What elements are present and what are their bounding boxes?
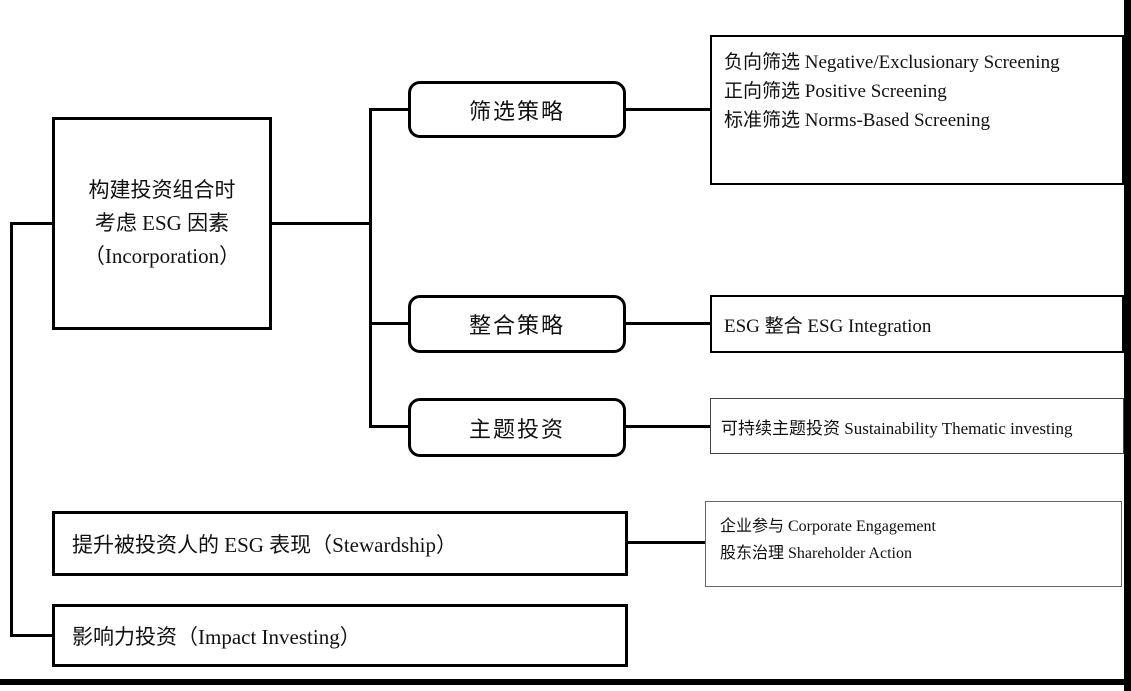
impact-investing-label: 影响力投资（Impact Investing）	[72, 624, 361, 649]
screening-detail-2: 正向筛选 Positive Screening	[724, 81, 947, 102]
incorporation-line-3: （Incorporation）	[83, 244, 241, 268]
screening-detail-3: 标准筛选 Norms-Based Screening	[724, 110, 990, 131]
connector-bracket-vertical	[10, 222, 13, 637]
stewardship-box: 提升被投资人的 ESG 表现（Stewardship）	[52, 511, 628, 576]
stewardship-label: 提升被投资人的 ESG 表现（Stewardship）	[72, 532, 457, 557]
thematic-detail-1: 可持续主题投资 Sustainability Thematic investin…	[721, 418, 1073, 438]
stewardship-detail-2: 股东治理 Shareholder Action	[720, 545, 912, 562]
screening-strategy-node: 筛选策略	[408, 81, 626, 138]
connector-root-to-branch	[272, 222, 371, 225]
integration-strategy-label: 整合策略	[468, 313, 565, 338]
connector-bracket-top	[10, 222, 52, 225]
connector-stub-thematic	[369, 425, 408, 428]
connector-screening-details	[626, 108, 710, 111]
thematic-details-box: 可持续主题投资 Sustainability Thematic investin…	[710, 398, 1124, 454]
impact-investing-box: 影响力投资（Impact Investing）	[52, 604, 628, 667]
scan-edge-right	[1124, 0, 1131, 691]
connector-thematic-details	[626, 425, 710, 428]
screening-details-box: 负向筛选 Negative/Exclusionary Screening 正向筛…	[710, 35, 1124, 185]
connector-stub-screening	[369, 108, 408, 111]
integration-strategy-node: 整合策略	[408, 295, 626, 353]
connector-branch-vertical	[369, 108, 372, 428]
integration-detail-1: ESG 整合 ESG Integration	[724, 315, 932, 337]
scan-edge-bottom	[0, 679, 1131, 685]
connector-stub-integration	[369, 322, 408, 325]
connector-stewardship-details	[628, 541, 705, 544]
screening-strategy-label: 筛选策略	[468, 98, 565, 124]
integration-details-box: ESG 整合 ESG Integration	[710, 295, 1124, 353]
thematic-strategy-node: 主题投资	[408, 398, 626, 457]
stewardship-detail-1: 企业参与 Corporate Engagement	[720, 518, 936, 535]
connector-bracket-bottom	[10, 634, 52, 637]
screening-detail-1: 负向筛选 Negative/Exclusionary Screening	[724, 52, 1060, 73]
connector-integration-details	[626, 322, 710, 325]
thematic-strategy-label: 主题投资	[468, 416, 565, 442]
incorporation-line-2: 考虑 ESG 因素	[94, 211, 230, 235]
incorporation-box: 构建投资组合时 考虑 ESG 因素 （Incorporation）	[52, 117, 272, 330]
stewardship-details-box: 企业参与 Corporate Engagement 股东治理 Sharehold…	[705, 501, 1122, 587]
incorporation-line-1: 构建投资组合时	[88, 178, 236, 202]
